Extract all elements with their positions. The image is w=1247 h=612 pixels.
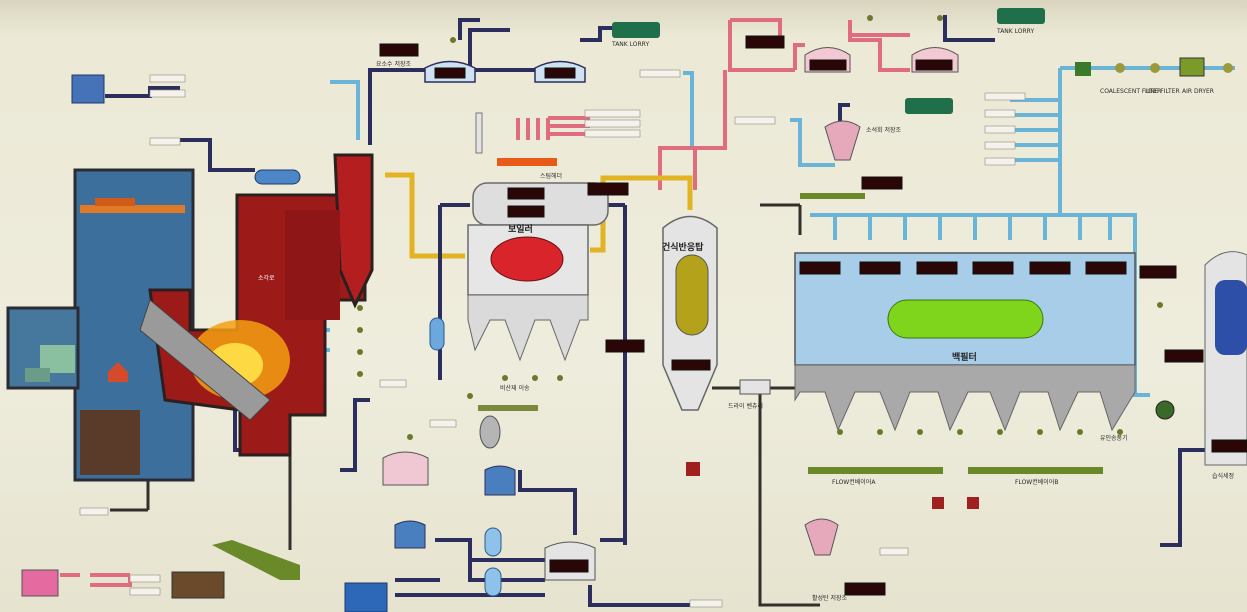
silo-icon (394, 520, 426, 549)
pipe-network (60, 15, 1235, 607)
svg-text:TANK LORRY: TANK LORRY (611, 41, 649, 48)
fire-icon (108, 362, 128, 382)
svg-text:백필터: 백필터 (952, 351, 977, 363)
silo-icon (484, 465, 516, 496)
valve-icon (1115, 63, 1125, 73)
svg-text:비산재 이송: 비산재 이송 (500, 384, 530, 392)
indicator-lamps (357, 15, 1163, 440)
svg-text:FLOW컨베이어B: FLOW컨베이어B (1015, 478, 1058, 486)
silo-icon (804, 518, 839, 556)
svg-text:TANK LORRY: TANK LORRY (996, 28, 1034, 35)
svg-text:FLOW컨베이어A: FLOW컨베이어A (832, 478, 876, 486)
lower-tanks (21, 182, 645, 612)
svg-text:AIR DRYER: AIR DRYER (1182, 88, 1214, 95)
instrument-air: COALESCENT FILTER LINE FILTER AIR DRYER (1075, 57, 1233, 95)
reagent-silos (745, 35, 959, 596)
silo-icon (71, 74, 105, 104)
silo-icon (824, 120, 861, 161)
urea-tanks: TANK LORRY TANK LORRY (71, 8, 1045, 114)
svg-text:LINE FILTER: LINE FILTER (1145, 88, 1180, 95)
svg-text:습식세정: 습식세정 (1212, 472, 1234, 480)
fan-icon (1155, 400, 1175, 420)
svg-text:소석회 저장조: 소석회 저장조 (866, 126, 902, 134)
svg-text:요소수 저장조: 요소수 저장조 (376, 60, 412, 68)
svg-text:보일러: 보일러 (508, 223, 533, 235)
motor-icon (1075, 62, 1091, 76)
tag-labels: 유인송풍기 비산재 이송 활성탄 저장조 소석회 저장조 요소수 저장조 (79, 60, 1128, 608)
motor-icon (1179, 57, 1205, 77)
incinerator-label: 소각로 (258, 275, 275, 282)
svg-text:건식반응탑: 건식반응탑 (662, 241, 704, 253)
incinerator: 소각로 (139, 153, 374, 457)
bag-filter: 백필터 FLOW컨베이어A FLOW컨베이어B (794, 252, 1177, 509)
boiler: 보일러 (467, 182, 609, 449)
svg-text:유인송풍기: 유인송풍기 (1100, 434, 1128, 442)
dry-reactor: 건식반응탑 드라이 벤츄리 (662, 215, 771, 476)
truck-icon (612, 22, 660, 38)
truck-icon (905, 98, 953, 114)
valve-icon (1150, 63, 1160, 73)
svg-text:스팀헤더: 스팀헤더 (540, 172, 562, 180)
waste-pit (6, 168, 195, 482)
wet-scrubber: 습식세정 (1155, 251, 1247, 480)
steam-header: 스팀헤더 (475, 112, 562, 180)
valve-icon (1223, 63, 1233, 73)
truck-icon (997, 8, 1045, 24)
silo-icon (382, 451, 429, 486)
svg-text:드라이 벤츄리: 드라이 벤츄리 (728, 402, 763, 410)
svg-text:COALESCENT FILTER: COALESCENT FILTER (1100, 88, 1161, 95)
svg-text:활성탄 저장조: 활성탄 저장조 (812, 594, 848, 602)
